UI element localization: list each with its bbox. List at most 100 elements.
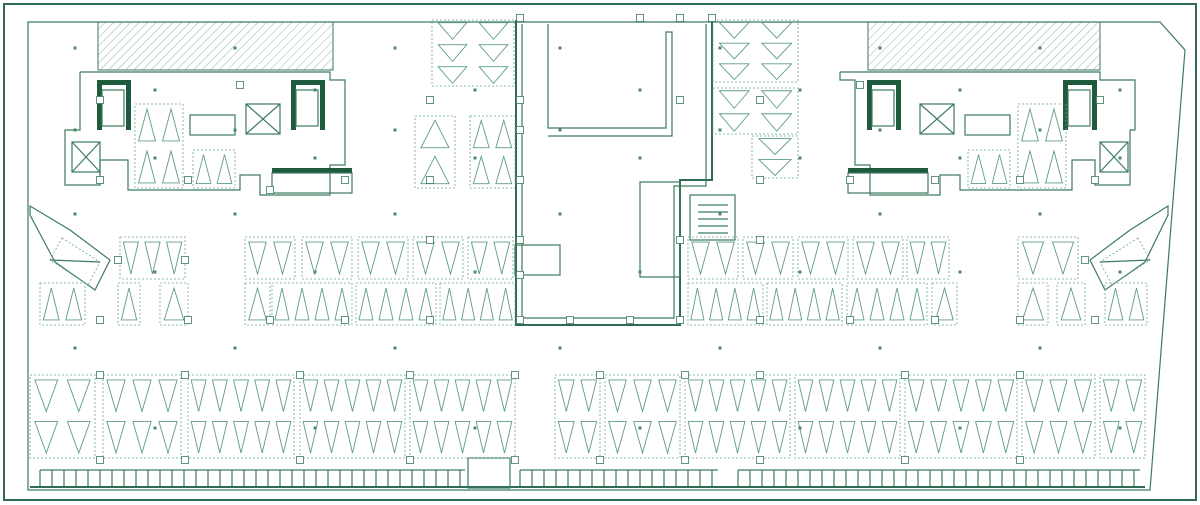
grid-dot [558,128,562,132]
column [931,176,939,184]
stall-group [414,115,456,189]
bay-marker [1045,107,1063,142]
bay-marker [454,379,471,412]
stall-group [797,236,849,280]
bay-marker [302,421,319,454]
bay-marker [378,287,394,321]
column [516,271,524,279]
bay-marker [1125,379,1143,412]
bay-marker [412,379,429,412]
column [756,316,764,324]
bay-marker [771,421,788,454]
bay-marker [1051,241,1075,276]
bay-marker [66,421,91,455]
bay-marker [493,241,511,275]
bay-marker [1021,107,1039,142]
grid-dot [393,212,397,216]
bay-marker [907,379,925,412]
stall-group [1104,282,1148,326]
bay-marker [314,287,330,321]
stall-group [467,236,514,280]
stall-group [931,282,958,326]
grid-dot [878,46,882,50]
bay-marker [166,241,183,275]
bay-marker [746,287,761,321]
hatched-blocks [97,21,1101,71]
bay-marker [881,241,900,276]
bay-marker [1073,421,1092,455]
bay-marker [557,379,575,412]
grid-dot [798,426,802,430]
column [341,176,349,184]
bay-marker [771,379,788,412]
grid-dot [958,156,962,160]
bay-marker [66,379,91,413]
grid-dot [473,270,477,274]
grid-dot [393,128,397,132]
bay-marker [437,66,468,85]
bay-marker [658,379,677,414]
bay-marker [907,421,925,454]
bay-marker [195,154,212,184]
bay-marker [163,286,185,321]
bay-marker [760,113,793,132]
bay-marker [1102,421,1120,454]
grid-dot [473,88,477,92]
bay-marker [158,421,178,455]
bay-marker [860,379,877,412]
column [96,176,104,184]
grid-dot [1038,212,1042,216]
bay-marker [716,241,735,276]
bay-marker [472,154,490,185]
bay-marker [344,379,361,412]
stall-group [742,236,794,280]
column [96,316,104,324]
bay-marker [386,379,403,412]
bay-marker [233,379,249,412]
column [516,96,524,104]
grid-dot [313,156,317,160]
bay-marker [42,287,60,321]
column [756,96,764,104]
stall-group [604,374,681,459]
grid-markers [73,46,1122,430]
bay-marker [472,118,490,149]
stall-group [299,374,406,459]
bay-marker [1060,286,1082,321]
grid-dot [798,270,802,274]
bay-marker [991,154,1008,184]
column [406,371,414,379]
column [296,371,304,379]
bay-marker [138,149,156,184]
bay-marker [608,379,627,414]
column [676,96,684,104]
grid-dot [73,346,77,350]
stall-group [271,282,353,326]
bay-marker [839,379,856,412]
bay-marker [334,287,350,321]
bay-marker [273,241,292,276]
bay-marker [386,241,405,276]
grid-dot [1118,270,1122,274]
grid-dot [638,270,642,274]
column [266,316,274,324]
bay-marker [233,421,249,454]
stall-group [439,282,516,326]
grid-dot [638,156,642,160]
column [516,126,524,134]
column [236,81,244,89]
bay-marker [358,287,374,321]
column [756,236,764,244]
grid-dot [313,426,317,430]
grid-dot [313,270,317,274]
bay-marker [825,287,840,321]
grid-dot [1118,156,1122,160]
bay-marker [708,421,725,454]
bay-marker [302,379,319,412]
stall-group [469,115,516,189]
bay-marker [1021,286,1045,321]
bay-marker [274,287,290,321]
bay-marker [211,421,228,454]
grid-dot [638,426,642,430]
grid-dot [233,346,237,350]
